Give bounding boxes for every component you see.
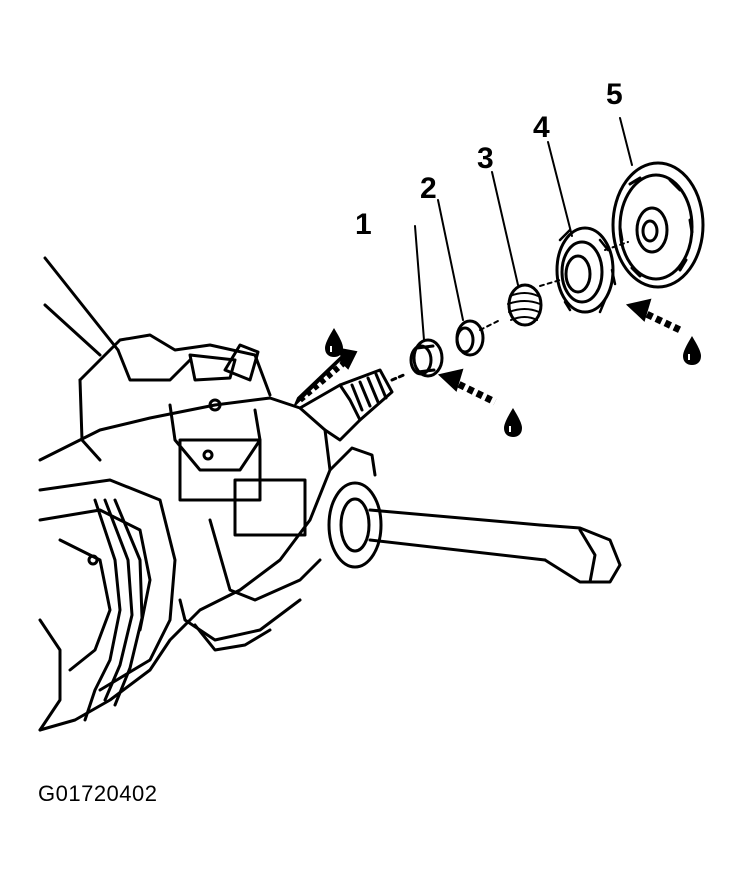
- pointer-arrow-icon: [625, 298, 682, 334]
- lubricant-drop-icon: [325, 328, 343, 357]
- part-4-cam-hub: [539, 141, 617, 314]
- callout-3: 3: [477, 142, 494, 175]
- callout-4: 4: [533, 111, 550, 144]
- lubricant-drop-icon: [504, 408, 522, 437]
- steering-column-housing: [38, 256, 332, 732]
- pointer-arrow-icon: [294, 346, 358, 406]
- pointer-arrow-icon: [437, 368, 497, 406]
- steering-shaft: [298, 368, 408, 442]
- turn-signal-lever: [327, 446, 622, 584]
- figure-id: G01720402: [38, 781, 158, 806]
- part-1-collar: [409, 225, 444, 378]
- part-3-spring: [479, 171, 543, 331]
- callout-5: 5: [606, 78, 623, 111]
- lubricant-drop-icon: [683, 336, 701, 365]
- callout-1: 1: [355, 208, 372, 241]
- callout-2: 2: [420, 172, 437, 205]
- part-5-coil-plate: [604, 117, 705, 289]
- part-2-washer: [437, 199, 485, 357]
